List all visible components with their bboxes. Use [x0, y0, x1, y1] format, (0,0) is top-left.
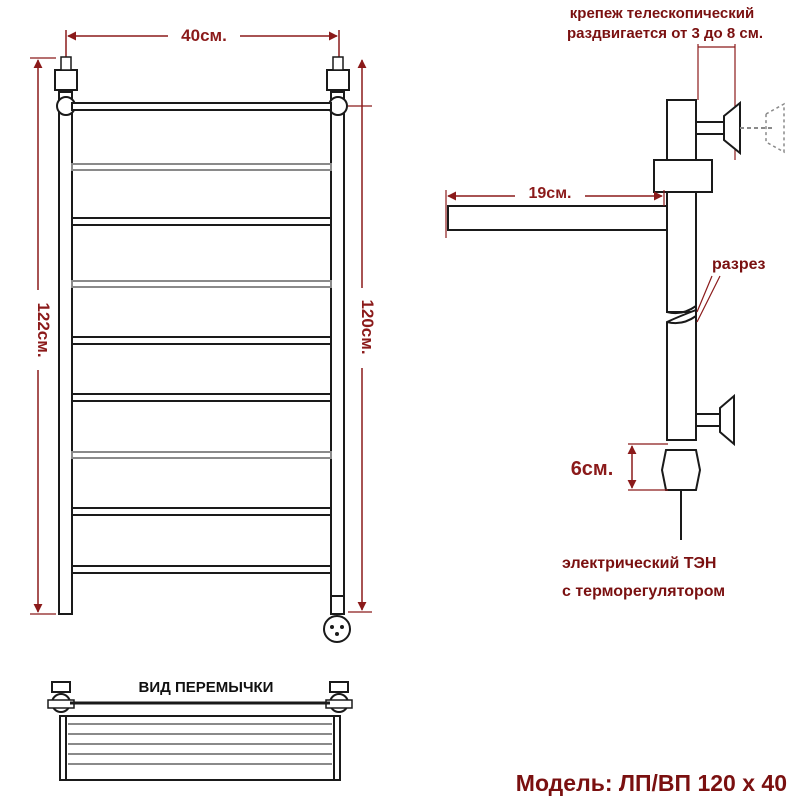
section-label: разрез [712, 256, 765, 273]
side-view: крепеж телескопический раздвигается от 3… [445, 5, 785, 600]
top-view: ВИД ПЕРЕМЫЧКИ [47, 679, 353, 781]
height-total-label: 122см. [34, 302, 53, 357]
mount-label-line2: раздвигается от 3 до 8 см. [567, 25, 763, 42]
front-view: 40см. [30, 26, 377, 643]
mount-label-line1: крепеж телескопический [570, 5, 754, 22]
model-label: Модель: ЛП/ВП 120 х 40 [516, 770, 787, 796]
heater-label-line1: электрический ТЭН [562, 555, 716, 572]
width-dimension-label: 40см. [181, 26, 227, 45]
heater-label-line2: с терморегулятором [562, 583, 725, 600]
height-axis-label: 120см. [358, 299, 377, 354]
heater-length-label: 6см. [571, 458, 614, 480]
top-view-label: ВИД ПЕРЕМЫЧКИ [139, 679, 274, 696]
depth-label: 19см. [529, 185, 572, 202]
